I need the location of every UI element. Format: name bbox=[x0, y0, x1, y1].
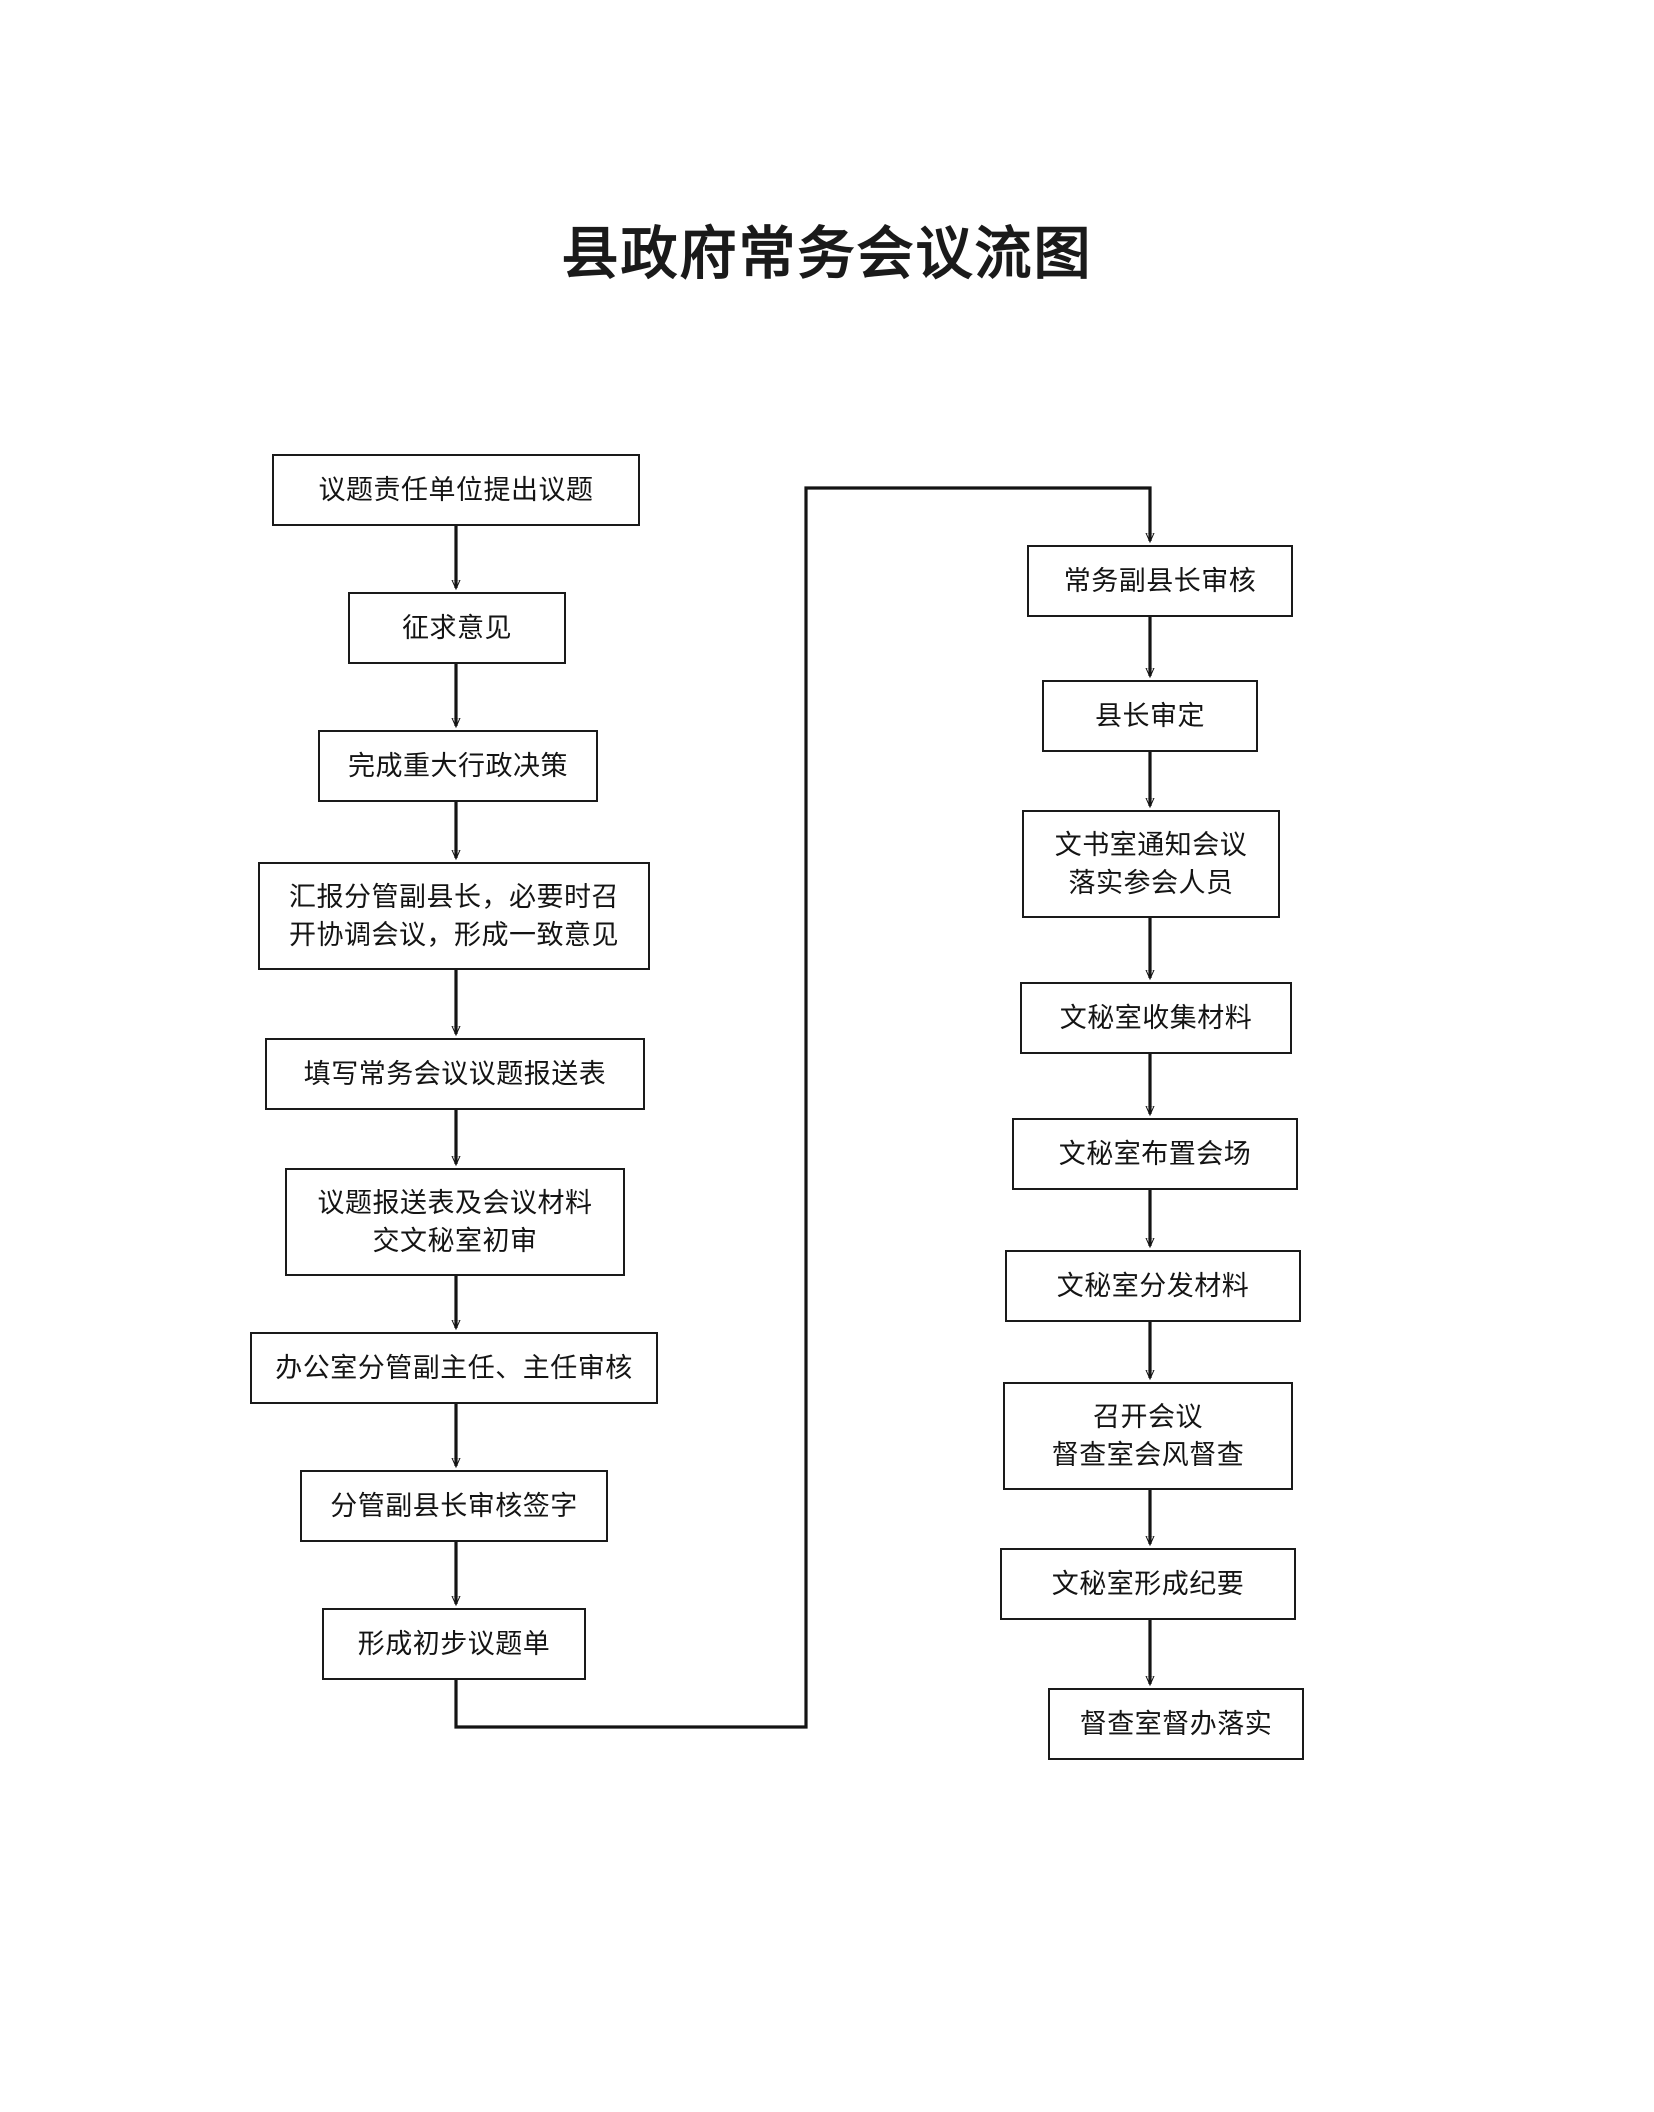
flow-node-topic-proposed-by-unit[interactable]: 议题责任单位提出议题 bbox=[272, 454, 640, 526]
flow-node-clerical-office-notify[interactable]: 文书室通知会议 落实参会人员 bbox=[1022, 810, 1280, 918]
flow-node-major-admin-decision[interactable]: 完成重大行政决策 bbox=[318, 730, 598, 802]
flow-node-magistrate-approval[interactable]: 县长审定 bbox=[1042, 680, 1258, 752]
flow-node-executive-deputy-review[interactable]: 常务副县长审核 bbox=[1027, 545, 1293, 617]
page-title: 县政府常务会议流图 bbox=[561, 223, 1093, 286]
flow-node-form-draft-agenda[interactable]: 形成初步议题单 bbox=[322, 1608, 586, 1680]
flow-node-secretariat-arrange-venue[interactable]: 文秘室布置会场 bbox=[1012, 1118, 1298, 1190]
flow-node-supervision-office-followup[interactable]: 督查室督办落实 bbox=[1048, 1688, 1304, 1760]
flow-node-deputy-magistrate-sign[interactable]: 分管副县长审核签字 bbox=[300, 1470, 608, 1542]
flow-node-secretariat-draft-minutes[interactable]: 文秘室形成纪要 bbox=[1000, 1548, 1296, 1620]
flow-node-submit-to-secretariat-review[interactable]: 议题报送表及会议材料 交文秘室初审 bbox=[285, 1168, 625, 1276]
flow-node-hold-meeting-supervision[interactable]: 召开会议 督查室会风督查 bbox=[1003, 1382, 1293, 1490]
flow-node-office-director-review[interactable]: 办公室分管副主任、主任审核 bbox=[250, 1332, 658, 1404]
flow-node-secretariat-collect-materials[interactable]: 文秘室收集材料 bbox=[1020, 982, 1292, 1054]
flow-node-fill-topic-submission-form[interactable]: 填写常务会议议题报送表 bbox=[265, 1038, 645, 1110]
flow-node-report-to-deputy-magistrate[interactable]: 汇报分管副县长，必要时召 开协调会议，形成一致意见 bbox=[258, 862, 650, 970]
flow-node-solicit-opinions[interactable]: 征求意见 bbox=[348, 592, 566, 664]
flow-node-secretariat-distribute-materials[interactable]: 文秘室分发材料 bbox=[1005, 1250, 1301, 1322]
